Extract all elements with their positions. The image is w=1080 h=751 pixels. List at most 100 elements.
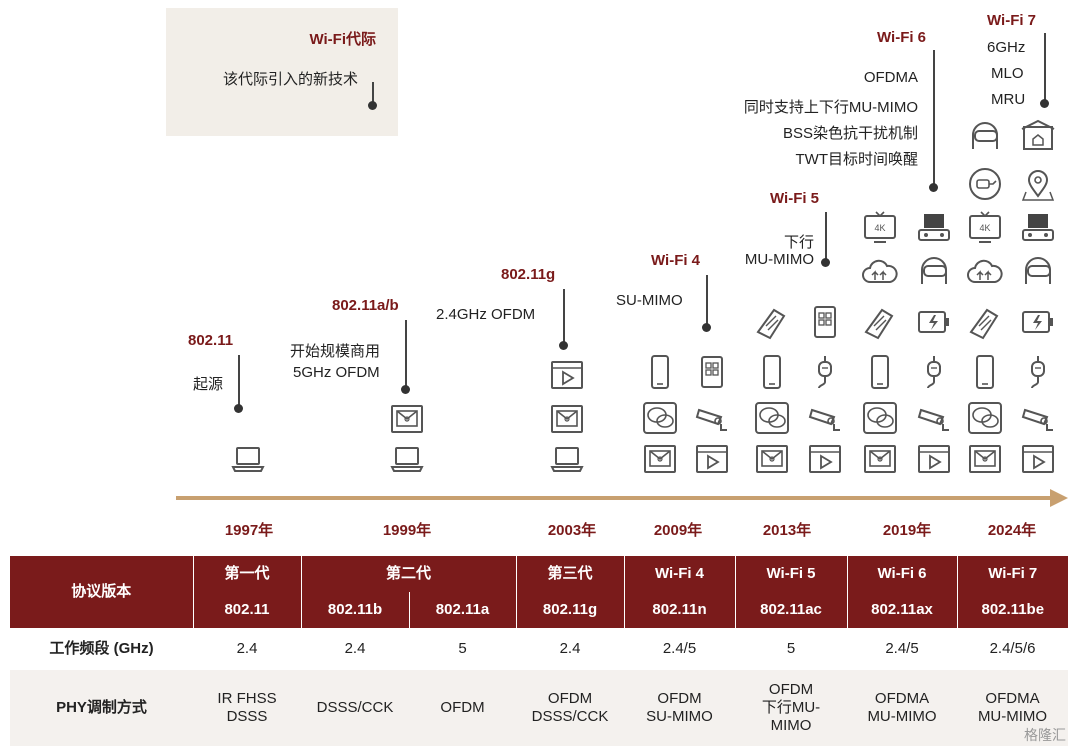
cell-standard: 802.11be — [956, 592, 1069, 628]
cell-band: 2.4 — [559, 640, 581, 657]
leader-dot-1999 — [401, 385, 410, 394]
laptop-icon — [390, 447, 424, 472]
leader-2024 — [1044, 33, 1046, 103]
phy-line: OFDM — [440, 699, 485, 716]
laptop-icon — [231, 447, 265, 472]
leader-dot-1997 — [234, 404, 243, 413]
cell-standard: 802.11ac — [734, 592, 848, 628]
cctv-icon — [1021, 408, 1053, 431]
medical-icon — [927, 356, 941, 389]
phy-line: MU-MIMO — [867, 708, 937, 725]
leader-2019 — [933, 50, 935, 185]
chat-icon — [643, 402, 677, 434]
vr-icon — [972, 122, 998, 149]
gen-tech-1999-1: 5GHz OFDM — [293, 364, 380, 381]
tablet-icon — [814, 306, 836, 338]
cell-band: 5 — [458, 640, 467, 657]
cell-gen: Wi-Fi 6 — [846, 556, 958, 592]
gen-tech-1997: 起源 — [193, 376, 224, 393]
cell-band: 2.4 — [344, 640, 366, 657]
leader-2013 — [825, 212, 827, 260]
gen-title-2019: Wi-Fi 6 — [877, 29, 927, 46]
battery-icon — [918, 311, 949, 333]
leader-2009 — [706, 275, 708, 325]
pos-icon — [969, 308, 999, 340]
cell-phy: OFDM — [409, 670, 517, 746]
gen-tech-2013-1: MU-MIMO — [744, 251, 814, 268]
table-row-standard: 802.11 802.11b 802.11a 802.11g 802.11n 8… — [10, 592, 1069, 628]
phy-line: 下行MU- — [761, 699, 821, 716]
chat-icon — [755, 402, 789, 434]
robot-icon — [918, 214, 950, 241]
legend-title: Wi-Fi代际 — [309, 31, 376, 48]
leader-1999 — [405, 320, 407, 387]
cloud-icon — [967, 259, 1003, 283]
phone-icon — [651, 355, 669, 389]
gen-title-1999: 802.11a/b — [332, 297, 399, 314]
chat-icon — [863, 402, 897, 434]
video-icon — [551, 361, 583, 389]
table-row-band: 工作频段 (GHz) 2.4 2.4 5 2.4 2.4/5 5 2.4/5 2… — [10, 628, 1068, 670]
vr-icon — [921, 257, 947, 284]
phy-line: SU-MIMO — [646, 708, 713, 725]
cell-gen: 第一代 — [192, 556, 301, 592]
email-icon — [644, 445, 676, 473]
cell-band: 2.4/5 — [662, 640, 697, 657]
ev-charger-icon — [969, 168, 1001, 200]
cell-standard: 802.11ax — [846, 592, 958, 628]
gen-title-1997: 802.11 — [188, 332, 234, 349]
phy-line: MU-MIMO — [977, 708, 1048, 725]
phy-line: OFDM — [768, 681, 814, 698]
cell-gen: 第二代 — [300, 556, 517, 592]
cell-gen: Wi-Fi 5 — [734, 556, 848, 592]
watermark: 格隆汇 — [1024, 727, 1066, 743]
phy-line: OFDM — [547, 690, 593, 707]
phy-line: IR FHSS — [217, 690, 277, 707]
leader-dot-2024 — [1040, 99, 1049, 108]
medical-icon — [818, 356, 832, 389]
email-icon — [756, 445, 788, 473]
gen-title-2013: Wi-Fi 5 — [770, 190, 820, 207]
cell-gen: Wi-Fi 7 — [956, 556, 1069, 592]
cctv-icon — [917, 408, 949, 431]
leader-1997 — [238, 355, 240, 407]
year-2024: 2024年 — [987, 522, 1037, 539]
cell-standard: 802.11 — [192, 592, 301, 628]
video-icon — [809, 445, 841, 473]
cell-standard: 802.11a — [408, 592, 517, 628]
gen-tech-2019-0: OFDMA — [863, 69, 918, 86]
cell-band: 2.4/5/6 — [989, 640, 1036, 657]
smart-home-icon — [1021, 119, 1055, 150]
phy-line: OFDMA — [874, 690, 930, 707]
phy-line: DSSS/CCK — [316, 699, 394, 716]
phone-icon — [976, 355, 994, 389]
cell-phy: DSSS/CCK — [301, 670, 409, 746]
cell-standard: 802.11n — [623, 592, 736, 628]
cell-standard: 802.11g — [515, 592, 625, 628]
phy-line: DSSS/CCK — [531, 708, 609, 725]
row-label-protocol: 协议版本 — [10, 556, 193, 628]
legend-desc: 该代际引入的新技术 — [222, 71, 358, 88]
cctv-icon — [808, 408, 840, 431]
cell-band: 2.4/5 — [885, 640, 919, 657]
gen-tech-2019-2: BSS染色抗干扰机制 — [782, 125, 918, 142]
phone-icon — [871, 355, 889, 389]
video-icon — [1022, 445, 1054, 473]
email-icon — [864, 445, 896, 473]
leader-dot-2019 — [929, 183, 938, 192]
gen-tech-2003: 2.4GHz OFDM — [436, 306, 536, 323]
video-icon — [918, 445, 950, 473]
year-2003: 2003年 — [547, 522, 597, 539]
tv-4k-icon: 4K — [969, 211, 1001, 243]
table-row-generation: 协议版本 第一代 第二代 第三代 Wi-Fi 4 Wi-Fi 5 Wi-Fi 6… — [10, 556, 1069, 628]
legend-leader-dot — [368, 101, 377, 110]
gen-tech-1999-0: 开始规模商用 — [290, 343, 381, 360]
gen-tech-2019-1: 同时支持上下行MU-MIMO — [743, 99, 918, 116]
location-icon — [1021, 170, 1055, 201]
year-2013: 2013年 — [762, 522, 812, 539]
leader-dot-2013 — [821, 258, 830, 267]
